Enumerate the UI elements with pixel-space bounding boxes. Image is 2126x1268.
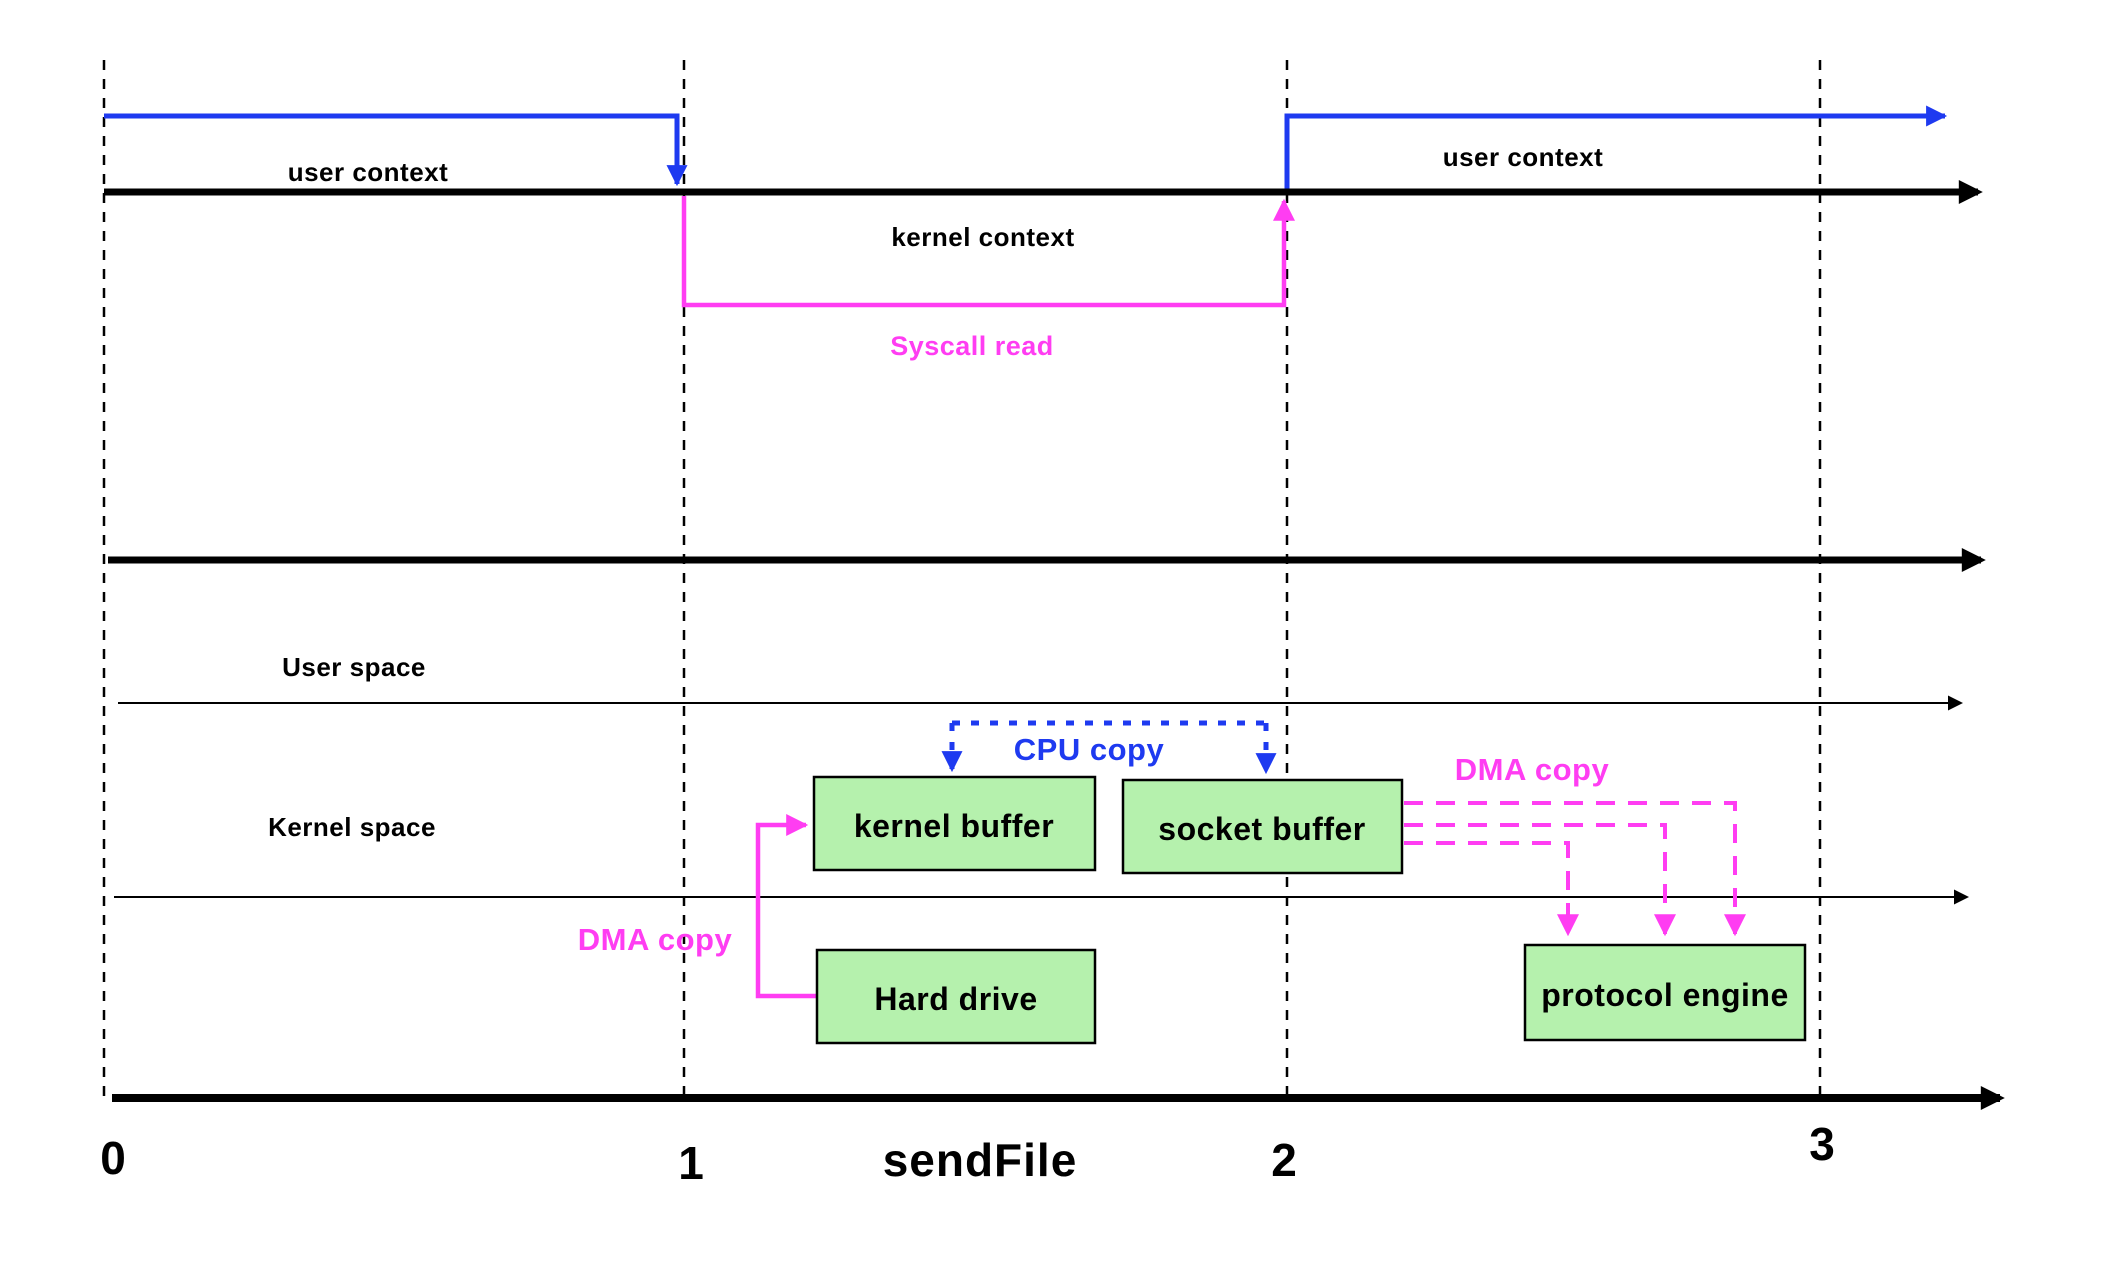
cpu-copy-label: CPU copy [1014,732,1165,767]
dma-copy-label-left: DMA copy [578,922,733,957]
hard-drive-rect [815,948,1097,1045]
protocol-engine-box: protocol engine [1523,943,1807,1042]
hard-drive-box: Hard drive [815,948,1097,1045]
axis-tick-1: 1 [678,1137,704,1189]
axis-tick-3: 3 [1809,1118,1835,1170]
kernel-buffer-label: kernel buffer [854,808,1054,844]
protocol-engine-rect [1523,943,1807,1042]
user-context-line-right [1284,105,1948,189]
dma-copy-label-right: DMA copy [1455,752,1610,787]
socket-buffer-label: socket buffer [1158,811,1365,847]
socket-buffer-rect [1121,778,1404,875]
hard-drive-label: Hard drive [874,981,1037,1017]
syscall-read-label: Syscall read [890,331,1054,361]
dma-copy-line-left [755,814,817,999]
axis-tick-2: 2 [1271,1134,1297,1186]
syscall-read-line [681,196,1295,308]
user-context-label-left: user context [288,157,449,187]
axis-tick-0: 0 [100,1132,126,1184]
dma-copy-dashed-3 [1404,841,1579,937]
dma-copy-dashed-2 [1404,823,1676,937]
protocol-engine-label: protocol engine [1541,977,1789,1013]
user-space-label: User space [282,652,426,682]
kernel-buffer-box: kernel buffer [812,775,1097,872]
dma-copy-dashed-1 [1404,801,1746,937]
socket-buffer-box: socket buffer [1121,778,1404,875]
kernel-buffer-rect [812,775,1097,872]
user-context-label-right: user context [1443,142,1604,172]
axis-title-sendfile: sendFile [883,1134,1078,1186]
user-context-line-left [104,113,688,187]
kernel-context-label: kernel context [891,222,1074,252]
kernel-space-label: Kernel space [268,812,436,842]
